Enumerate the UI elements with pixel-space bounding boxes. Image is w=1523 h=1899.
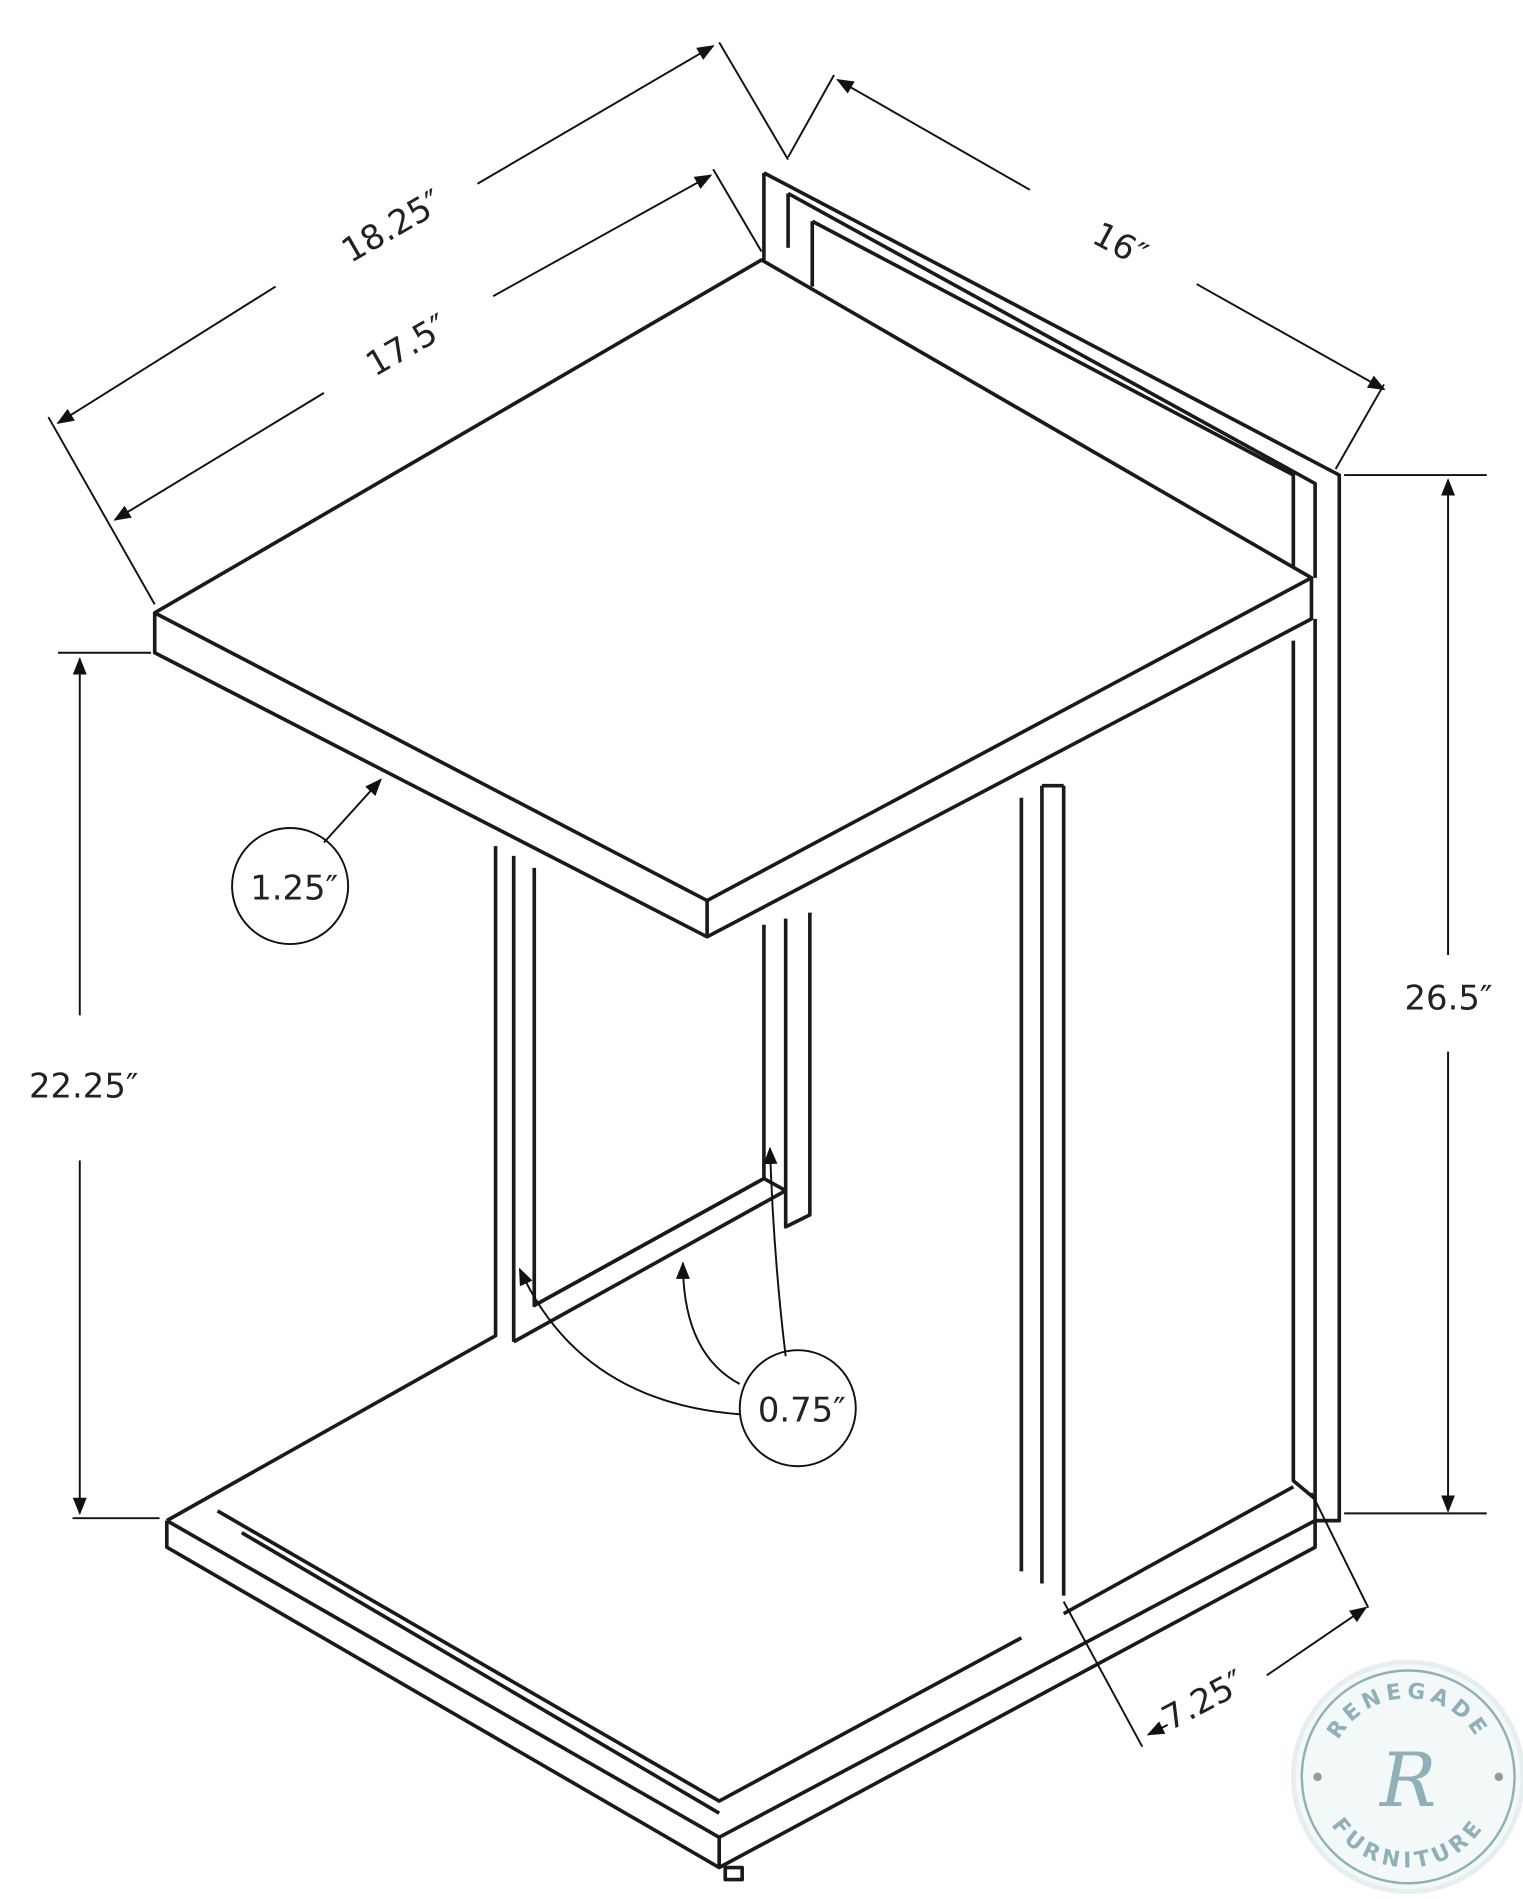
top-thickness-label: 1.25″ xyxy=(250,868,338,907)
table-top xyxy=(152,258,1314,939)
base-clearance-label: 7.25″ xyxy=(1155,1662,1251,1738)
back-frame xyxy=(762,171,1342,1523)
top-height-label: 22.25″ xyxy=(29,1067,138,1106)
left-posts xyxy=(165,846,812,1523)
base-frame xyxy=(164,1485,1317,1882)
tube-size-callout xyxy=(738,1349,857,1468)
dimension-lines xyxy=(47,41,1487,1748)
top-thickness-callout xyxy=(231,827,350,946)
front-post xyxy=(1019,783,1066,1596)
tube-size-label: 0.75″ xyxy=(758,1391,846,1430)
renegade-furniture-watermark: RENEGADE FURNITURE R xyxy=(1290,1659,1523,1895)
overall-width-label: 18.25″ xyxy=(335,182,449,271)
top-width-label: 17.5″ xyxy=(359,306,455,384)
overall-height-label: 26.5″ xyxy=(1405,978,1493,1017)
depth-label: 16″ xyxy=(1087,214,1154,275)
watermark-monogram: R xyxy=(1378,1736,1436,1824)
